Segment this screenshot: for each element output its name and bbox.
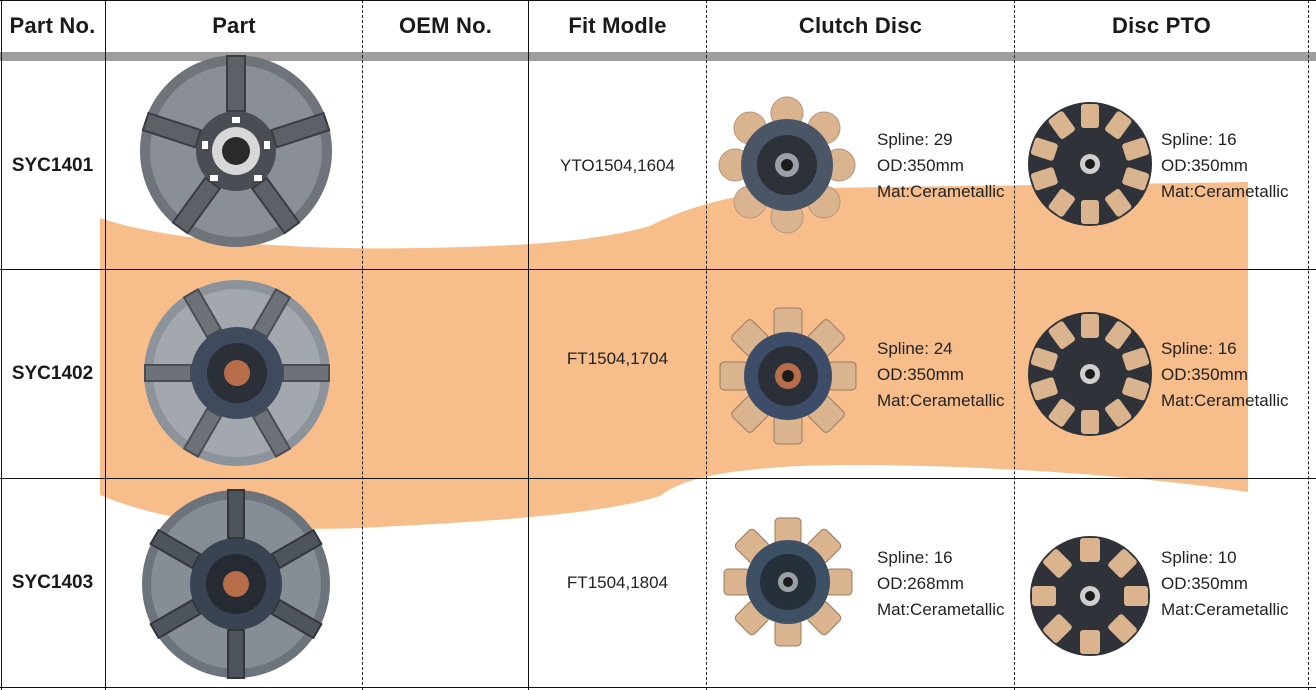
grid-line (706, 0, 707, 690)
row-fit-model: FT1504,1704 (566, 349, 669, 368)
spec-spline: Spline: 29 (877, 130, 953, 149)
clutch-disc-image (723, 517, 853, 647)
header-disc-pto: Disc PTO (1111, 13, 1211, 38)
pto-disc-specs: Spline: 16 OD:350mm Mat:Cerametallic (1161, 336, 1289, 414)
row-oem-no (363, 479, 528, 687)
header-part-no: Part No. (9, 13, 96, 38)
spec-od: OD:350mm (877, 365, 964, 384)
spec-spline: Spline: 16 (1161, 339, 1237, 358)
spec-od: OD:350mm (1161, 365, 1248, 384)
grid-line (1308, 0, 1309, 690)
grid-line (528, 0, 529, 690)
spec-mat: Mat:Cerametallic (877, 182, 1005, 201)
pressure-plate-image (140, 55, 332, 247)
grid-line (0, 0, 1316, 1)
clutch-disc-specs: Spline: 29 OD:350mm Mat:Cerametallic (877, 127, 1005, 205)
row-part-no: SYC1403 (11, 572, 94, 593)
row-oem-no (363, 270, 528, 478)
grid-line (362, 0, 363, 690)
row-part-no: SYC1402 (11, 363, 94, 384)
pto-disc-specs: Spline: 16 OD:350mm Mat:Cerametallic (1161, 127, 1289, 205)
header-oem-no: OEM No. (398, 13, 493, 38)
grid-line (1, 0, 2, 690)
spec-mat: Mat:Cerametallic (1161, 182, 1289, 201)
clutch-disc-image (719, 307, 857, 445)
clutch-disc-specs: Spline: 24 OD:350mm Mat:Cerametallic (877, 336, 1005, 414)
grid-line (0, 687, 1316, 688)
spec-mat: Mat:Cerametallic (1161, 391, 1289, 410)
row-oem-no (363, 62, 528, 269)
clutch-disc-specs: Spline: 16 OD:268mm Mat:Cerametallic (877, 545, 1005, 623)
header-underline-bar (0, 52, 1316, 61)
clutch-disc-image (718, 96, 856, 234)
row-fit-model: FT1504,1804 (566, 573, 669, 592)
pto-disc-image (1028, 102, 1152, 226)
pto-disc-image (1030, 536, 1150, 656)
header-fit-model: Fit Modle (568, 13, 667, 38)
grid-line (0, 478, 1316, 479)
spec-od: OD:268mm (877, 574, 964, 593)
pto-disc-image (1028, 312, 1152, 436)
header-clutch-disc: Clutch Disc (798, 13, 923, 38)
grid-line (0, 269, 1316, 270)
spec-od: OD:350mm (1161, 156, 1248, 175)
spec-od: OD:350mm (877, 156, 964, 175)
spec-spline: Spline: 16 (877, 548, 953, 567)
row-part-no: SYC1401 (11, 154, 94, 176)
header-part: Part (212, 13, 256, 38)
spec-mat: Mat:Cerametallic (877, 600, 1005, 619)
pressure-plate-image (142, 489, 330, 679)
spec-mat: Mat:Cerametallic (877, 391, 1005, 410)
pto-disc-specs: Spline: 10 OD:350mm Mat:Cerametallic (1161, 545, 1289, 623)
spec-spline: Spline: 24 (877, 339, 953, 358)
pressure-plate-image (144, 280, 330, 466)
spec-mat: Mat:Cerametallic (1161, 600, 1289, 619)
spec-spline: Spline: 10 (1161, 548, 1237, 567)
row-fit-model: YTO1504,1604 (560, 155, 675, 175)
grid-line (1014, 0, 1015, 690)
spec-spline: Spline: 16 (1161, 130, 1237, 149)
grid-line (105, 0, 106, 690)
spec-od: OD:350mm (1161, 574, 1248, 593)
